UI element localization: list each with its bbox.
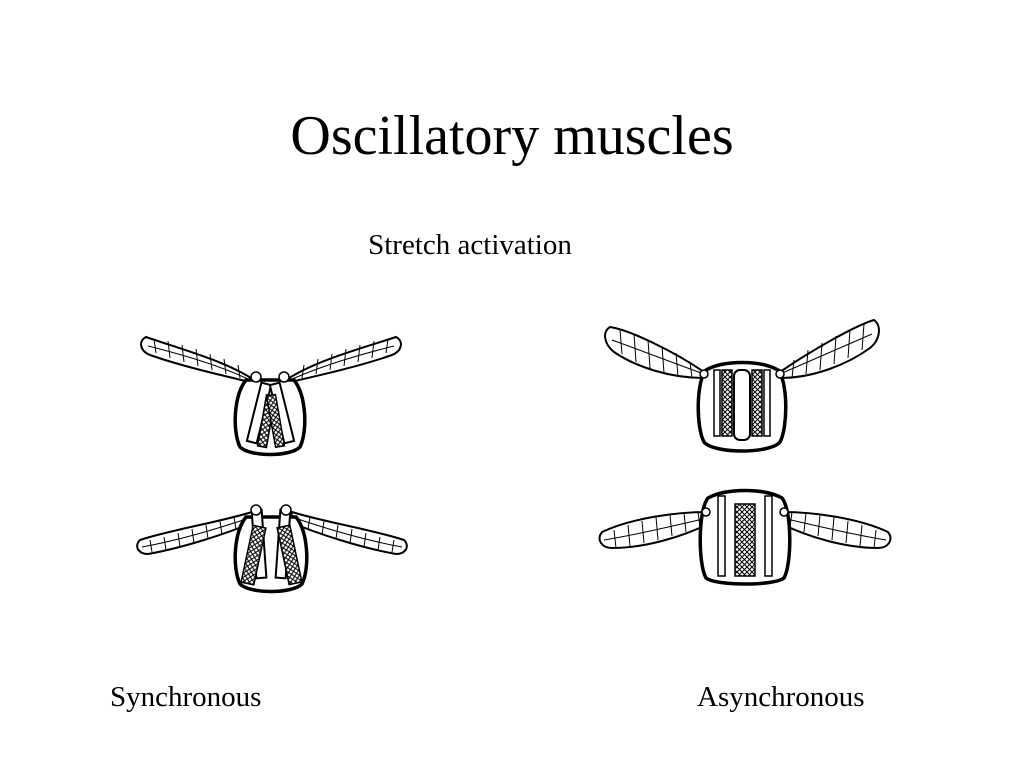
synchronous-thorax-wings-down: [136, 504, 408, 594]
right-wing: [781, 510, 892, 550]
left-wing: [136, 510, 256, 556]
slide-title: Oscillatory muscles: [290, 105, 734, 167]
thorax: [696, 360, 788, 453]
synchronous-label: Synchronous: [110, 681, 262, 713]
asynchronous-thorax-wings-down: [598, 488, 892, 586]
left-wing: [140, 335, 255, 385]
thorax: [233, 371, 307, 457]
thorax: [698, 488, 792, 586]
stretch-activation-label: Stretch activation: [368, 229, 572, 261]
right-wing: [779, 318, 880, 380]
asynchronous-thorax-wings-up: [604, 318, 880, 453]
asynchronous-label: Asynchronous: [697, 681, 865, 713]
right-wing: [288, 510, 408, 556]
left-wing: [598, 510, 709, 550]
right-wing: [285, 335, 402, 385]
thorax: [233, 504, 309, 594]
left-wing: [604, 325, 705, 380]
synchronous-thorax-wings-up: [140, 335, 402, 457]
